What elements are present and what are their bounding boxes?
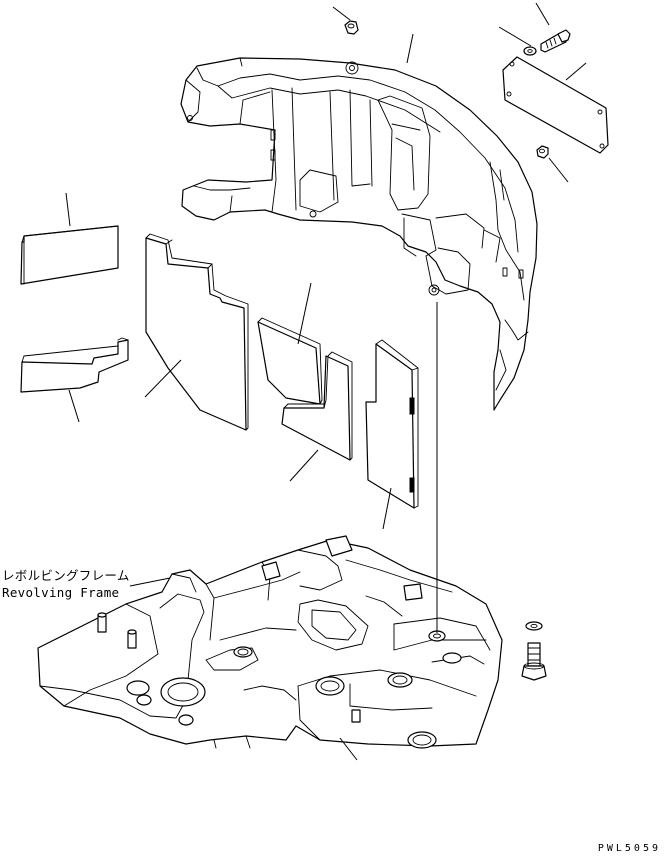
revolving-frame-label-jp: レボルビングフレーム [2, 568, 130, 583]
revolving-frame [37, 535, 503, 749]
counterweight-cover [180, 57, 538, 411]
mat-tall [365, 339, 419, 509]
top-nut [344, 20, 359, 35]
side-nut [536, 145, 549, 159]
revolving-frame-label-en: Revolving Frame [2, 585, 120, 600]
leader-lines [65, 2, 587, 761]
mat-l-shape [281, 351, 353, 461]
lower-washer [525, 621, 543, 631]
top-bolt [540, 29, 571, 53]
mat-lower-left [20, 337, 129, 393]
mat-large [145, 233, 249, 431]
revolving-frame-label: レボルビングフレーム Revolving Frame [2, 567, 130, 601]
mat-trapezoid [257, 317, 323, 405]
lower-bolt [521, 642, 547, 681]
mat-upper-left [20, 225, 119, 285]
drawing-code: PWL5059 [597, 843, 661, 854]
cover-plate [502, 56, 609, 154]
top-washer [523, 46, 537, 56]
